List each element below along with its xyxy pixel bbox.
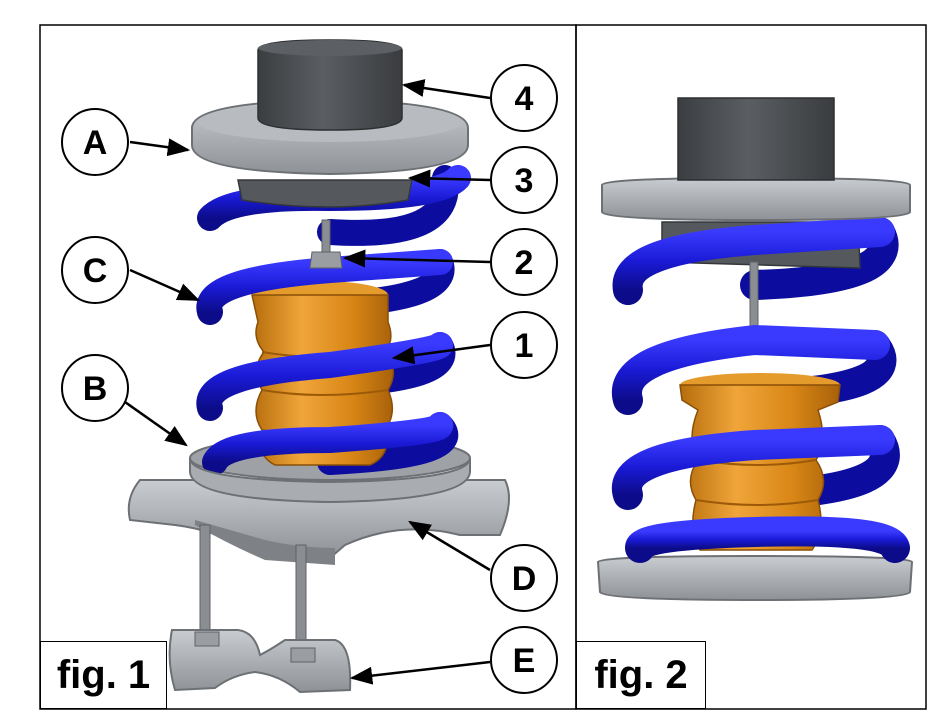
clamp-nut-right	[290, 647, 316, 663]
callout-C: C	[61, 236, 129, 304]
svg-text:1: 1	[515, 327, 534, 365]
fig2-bump-stop	[679, 373, 841, 551]
u-bolt-rod-left	[199, 524, 211, 641]
fig2-center-bolt	[749, 261, 759, 331]
lower-spring-seat	[189, 457, 471, 504]
upper-isolator	[237, 179, 413, 208]
center-bolt	[321, 219, 331, 253]
callout-3: 3	[490, 146, 558, 214]
fig2-upper-spring-seat	[601, 176, 911, 222]
callout-A: A	[61, 108, 129, 176]
top-cap	[257, 39, 403, 131]
fig2-top-cap	[677, 97, 835, 181]
leader-lines	[124, 79, 491, 685]
svg-text:B: B	[83, 370, 108, 408]
callout-4: 4	[490, 64, 558, 132]
svg-text:A: A	[83, 124, 108, 162]
svg-text:D: D	[512, 560, 537, 598]
callout-E: E	[490, 626, 558, 694]
svg-text:C: C	[83, 252, 108, 290]
callout-D: D	[490, 544, 558, 612]
svg-text:E: E	[513, 642, 536, 680]
svg-text:3: 3	[515, 162, 534, 200]
center-bolt-nut	[309, 251, 343, 269]
top-cap-face	[258, 40, 402, 56]
fig2-panel-frame	[575, 24, 927, 710]
fig1-assembly	[127, 39, 510, 694]
fig2-lower-spring-seat	[596, 554, 914, 602]
svg-text:4: 4	[515, 80, 534, 118]
svg-text:2: 2	[515, 244, 534, 282]
callout-B: B	[61, 354, 129, 422]
fig2-assembly	[596, 97, 914, 602]
callout-2: 2	[490, 228, 558, 296]
u-bolt-rod-right	[295, 544, 307, 646]
fig1-label: fig. 1	[40, 641, 167, 709]
mounting-bracket	[127, 479, 510, 560]
fig2-coil-spring	[611, 217, 910, 563]
clamp-nut-left	[194, 631, 220, 647]
fig2-label: fig. 2	[576, 641, 706, 709]
callout-1: 1	[490, 311, 558, 379]
